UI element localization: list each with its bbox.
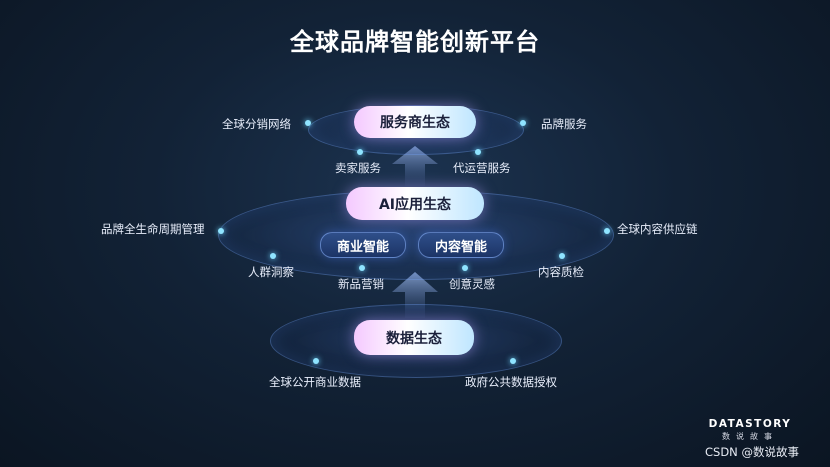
- dot-marker: [604, 228, 610, 234]
- data-item-government-authorization: 政府公共数据授权: [465, 375, 557, 389]
- watermark: CSDN @数说故事: [705, 445, 799, 459]
- brand-logo: DATASTORY 数说故事: [700, 418, 800, 442]
- dot-marker: [270, 253, 276, 259]
- arrow-up-icon: [392, 272, 438, 318]
- dot-marker: [357, 149, 363, 155]
- dot-marker: [559, 253, 565, 259]
- ai-item-brand-lifecycle: 品牌全生命周期管理: [101, 222, 205, 236]
- arrow-up-icon: [392, 146, 438, 186]
- dot-marker: [520, 120, 526, 126]
- ai-item-creative-inspiration: 创意灵感: [449, 277, 495, 291]
- service-item-brand-service: 品牌服务: [541, 117, 587, 131]
- dot-marker: [359, 265, 365, 271]
- ai-item-audience-insight: 人群洞察: [248, 265, 294, 279]
- service-item-operation-service: 代运营服务: [453, 161, 511, 175]
- ai-ecosystem-pill: AI应用生态: [346, 187, 484, 220]
- page-title: 全球品牌智能创新平台: [290, 28, 540, 56]
- business-intelligence-module: 商业智能: [320, 232, 406, 258]
- ai-ring: [218, 190, 614, 280]
- dot-marker: [462, 265, 468, 271]
- service-item-global-distribution: 全球分销网络: [222, 117, 291, 131]
- ai-item-content-qc: 内容质检: [538, 265, 584, 279]
- ai-item-content-supply-chain: 全球内容供应链: [617, 222, 698, 236]
- brand-name: DATASTORY: [708, 418, 792, 430]
- ai-item-new-product-marketing: 新品营销: [338, 277, 384, 291]
- brand-subtitle: 数说故事: [722, 432, 778, 441]
- service-item-seller-service: 卖家服务: [335, 161, 381, 175]
- dot-marker: [305, 120, 311, 126]
- dot-marker: [475, 149, 481, 155]
- dot-marker: [510, 358, 516, 364]
- data-item-public-commercial: 全球公开商业数据: [269, 375, 361, 389]
- dot-marker: [218, 228, 224, 234]
- content-intelligence-module: 内容智能: [418, 232, 504, 258]
- data-ecosystem-pill: 数据生态: [354, 320, 474, 355]
- dot-marker: [313, 358, 319, 364]
- service-ecosystem-pill: 服务商生态: [354, 106, 476, 138]
